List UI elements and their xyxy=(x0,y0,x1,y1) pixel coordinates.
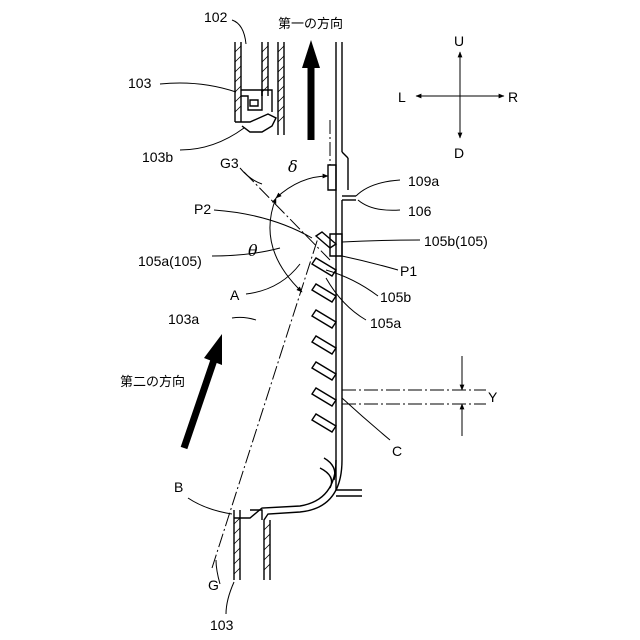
label-103-bottom: 103 xyxy=(210,617,234,633)
label-c: C xyxy=(392,443,402,459)
label-g: G xyxy=(208,577,219,593)
lower-body xyxy=(234,458,362,580)
label-103b-top: 103b xyxy=(142,149,173,165)
fins-105 xyxy=(312,232,342,432)
label-106: 106 xyxy=(408,203,432,219)
label-105b: 105b xyxy=(380,289,411,305)
compass-icon xyxy=(416,52,504,138)
chain-lines xyxy=(212,172,486,568)
label-103a: 103a xyxy=(168,311,199,327)
compass-label-up: U xyxy=(454,33,464,49)
label-delta: δ xyxy=(288,157,298,176)
label-p2: P2 xyxy=(194,201,211,217)
label-103-top: 103 xyxy=(128,75,152,91)
main-wall xyxy=(328,42,356,490)
upper-component-102 xyxy=(235,42,284,135)
compass-label-down: D xyxy=(454,145,464,161)
label-105a: 105a xyxy=(370,315,401,331)
label-102: 102 xyxy=(204,9,228,25)
label-105a-105: 105a(105) xyxy=(138,253,202,269)
label-first-direction: 第一の方向 xyxy=(278,16,343,32)
label-109a: 109a xyxy=(408,173,439,189)
first-direction-arrow-icon xyxy=(302,40,320,140)
label-second-direction: 第二の方向 xyxy=(120,374,185,390)
compass-label-right: R xyxy=(508,89,518,105)
second-direction-arrow-icon xyxy=(184,334,222,448)
label-a: A xyxy=(230,287,240,303)
label-105b-105: 105b(105) xyxy=(424,233,488,249)
label-theta: θ xyxy=(248,241,258,260)
label-y: Y xyxy=(488,389,498,405)
label-p1: P1 xyxy=(400,263,417,279)
compass-label-left: L xyxy=(398,89,406,105)
label-b: B xyxy=(174,479,183,495)
label-g3: G3 xyxy=(220,155,239,171)
